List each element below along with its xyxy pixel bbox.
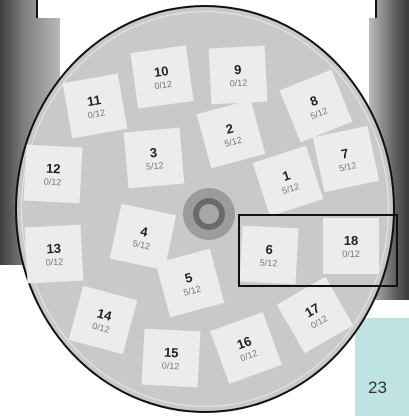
- slot-12[interactable]: 12 0/12: [24, 145, 83, 204]
- slot-count: 0/12: [154, 77, 173, 91]
- slot-number: 13: [46, 240, 61, 256]
- slot-number: 3: [149, 144, 158, 160]
- slot-number: 12: [46, 160, 61, 176]
- slot-number: 4: [139, 223, 149, 239]
- slot-count: 5/12: [182, 282, 202, 298]
- disc-hub-hole: [199, 204, 219, 224]
- slot-3[interactable]: 3 5/12: [124, 128, 185, 189]
- slot-11[interactable]: 11 0/12: [63, 74, 128, 139]
- slot-count: 5/12: [132, 237, 152, 252]
- slot-count: 5/12: [223, 133, 243, 149]
- slot-15[interactable]: 15 0/12: [142, 329, 201, 388]
- accent-panel: [355, 318, 409, 416]
- slot-9[interactable]: 9 0/12: [209, 46, 268, 105]
- slot-count: 5/12: [338, 159, 358, 174]
- slot-count: 0/12: [162, 359, 180, 372]
- corner-number: 23: [368, 378, 387, 398]
- slot-number: 15: [164, 344, 179, 360]
- slot-count: 0/12: [44, 175, 62, 188]
- slot-7[interactable]: 7 5/12: [313, 126, 379, 192]
- slot-count: 5/12: [280, 180, 300, 197]
- slot-count: 0/12: [87, 106, 106, 121]
- slot-number: 9: [234, 61, 242, 76]
- slot-13[interactable]: 13 0/12: [25, 225, 84, 284]
- slot-count: 0/12: [45, 255, 63, 268]
- slot-10[interactable]: 10 0/12: [130, 45, 193, 108]
- slot-count: 5/12: [145, 159, 164, 172]
- selection-highlight: [238, 214, 398, 287]
- slot-number: 7: [340, 145, 350, 161]
- slot-count: 0/12: [229, 76, 247, 89]
